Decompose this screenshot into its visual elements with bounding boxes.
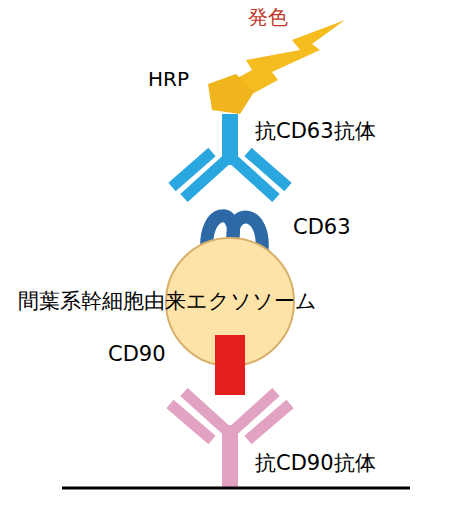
component-node: 抗CD90抗体 — [165, 388, 295, 488]
antibody-label: 抗CD63抗体 — [255, 120, 376, 143]
exosome-label: 間葉系幹細胞由来エクソソーム — [18, 290, 317, 313]
antibody-label: 抗CD90抗体 — [255, 452, 376, 475]
component-node: CD63 — [198, 205, 272, 257]
protein-label: CD63 — [293, 216, 351, 239]
hrp-enzyme — [208, 74, 254, 114]
enzyme-label: HRP — [148, 68, 189, 90]
component-node: CD90 — [215, 335, 245, 395]
cd90-protein — [215, 335, 245, 395]
component-node: 間葉系幹細胞由来エクソソーム — [166, 238, 294, 366]
plate-surface — [62, 487, 410, 490]
protein-label: CD90 — [108, 343, 166, 366]
component-node: HRP — [205, 72, 257, 116]
result-label: 発色 — [248, 6, 288, 28]
component-node: 抗CD63抗体 — [165, 112, 295, 204]
